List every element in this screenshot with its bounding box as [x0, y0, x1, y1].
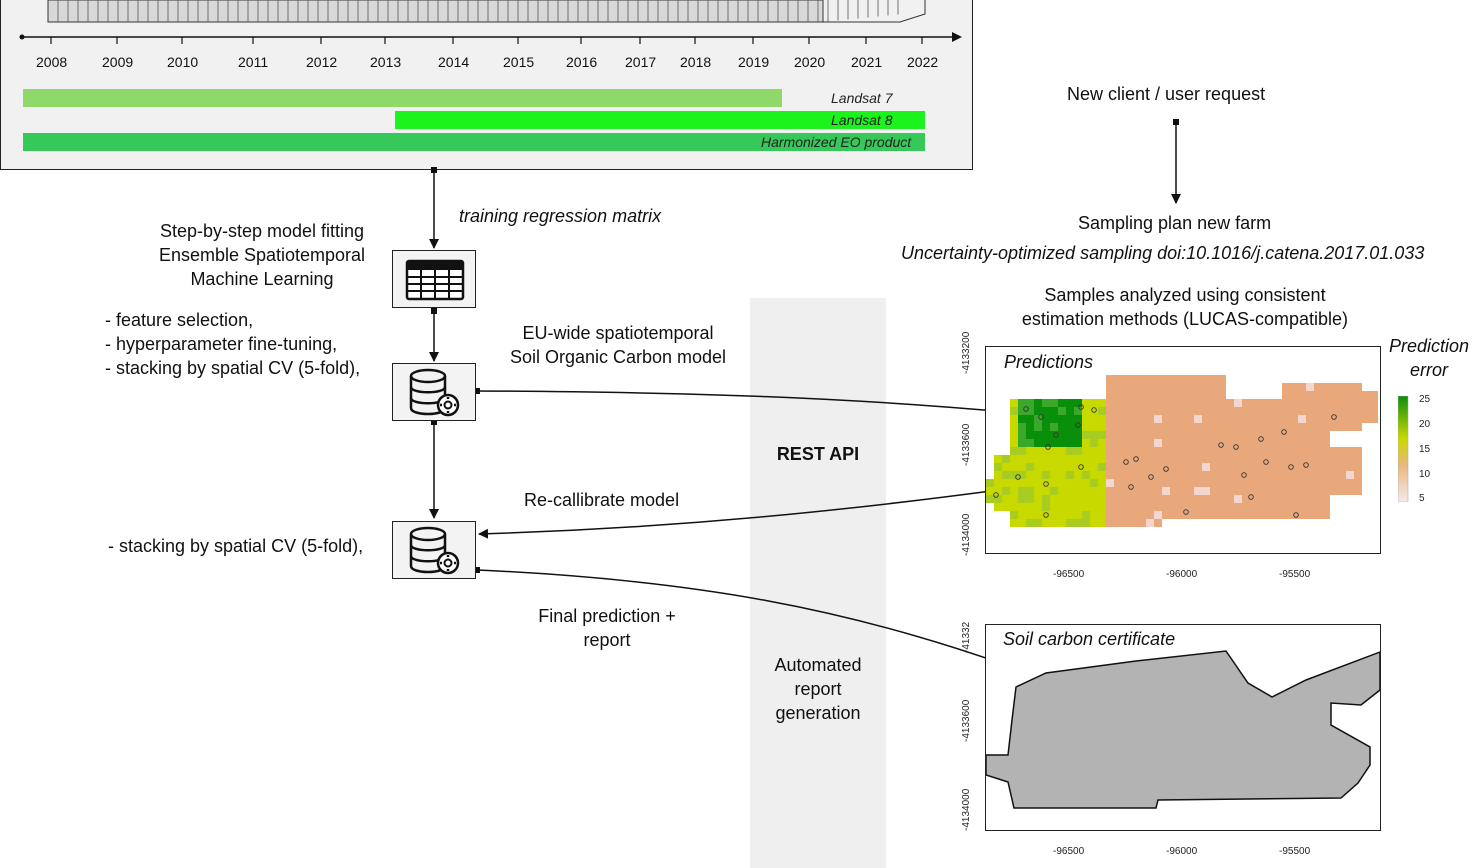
legend-tick: 25 [1419, 394, 1431, 405]
legend-tick: 5 [1419, 493, 1425, 504]
predictions-title: Predictions [1004, 352, 1094, 372]
rest-api-label: REST API [776, 444, 860, 464]
bar-landsat7 [23, 89, 782, 107]
new-client-label: New client / user request [1067, 84, 1266, 104]
model-fitting-title: Step-by-step model fitting Ensemble Spat… [158, 221, 366, 289]
year-label: 2022 [907, 54, 939, 70]
legend-color-bar [1398, 396, 1409, 502]
sampling-plan-label: Sampling plan new farm [1078, 213, 1272, 233]
samples-analyzed-label: Samples analyzed using consistent estima… [1021, 285, 1349, 329]
cert-x-tick: -96500 [1053, 846, 1085, 857]
year-label: 2015 [503, 54, 535, 70]
year-label: 2013 [370, 54, 402, 70]
arrow-model-to-predictions [476, 390, 1008, 417]
year-label: 2012 [306, 54, 338, 70]
certificate-map [985, 650, 1381, 809]
pred-x-tick: -95500 [1279, 569, 1311, 580]
year-label: 2009 [102, 54, 134, 70]
certificate-title: Soil carbon certificate [1003, 629, 1176, 649]
database-gear-icon [409, 526, 460, 575]
arrow-recalibrate [478, 488, 1007, 539]
regression-matrix-icon-box [392, 250, 476, 308]
arrow-final-report [476, 569, 1007, 667]
final-prediction-label: Final prediction + report [538, 606, 676, 650]
bar-landsat8 [395, 111, 925, 129]
automated-report-label: Automated report generation [774, 655, 862, 723]
eu-model-label: EU-wide spatiotemporal Soil Organic Carb… [509, 323, 727, 367]
legend-title: Prediction error [1388, 336, 1470, 380]
year-label: 2017 [625, 54, 657, 70]
pred-y-tick: -4133200 [961, 331, 972, 374]
certificate-map-frame: Soil carbon certificate [985, 624, 1381, 831]
table-icon [405, 259, 465, 301]
year-label: 2020 [794, 54, 826, 70]
year-label: 2008 [36, 54, 68, 70]
predictions-map [986, 375, 1378, 527]
predictions-map-frame: Predictions [985, 346, 1381, 554]
year-label: 2014 [438, 54, 470, 70]
uncertainty-sampling-label: Uncertainty-optimized sampling doi:10.10… [901, 243, 1425, 263]
training-matrix-label: training regression matrix [459, 206, 662, 226]
cert-y-tick: -4133600 [961, 699, 972, 742]
legend-tick: 20 [1419, 419, 1431, 430]
pred-y-tick: -4134000 [961, 513, 972, 556]
legend-tick: 15 [1419, 444, 1431, 455]
cert-y-tick: -4134000 [961, 788, 972, 831]
year-label: 2019 [738, 54, 770, 70]
cert-x-tick: -96000 [1166, 846, 1198, 857]
image-stack [47, 0, 926, 23]
bar-harmonized [23, 133, 925, 151]
timeline-graphic [19, 0, 962, 151]
cert-y-tick: -41332 [961, 621, 972, 653]
legend-tick: 10 [1419, 469, 1431, 480]
model-refit-icon-box [392, 521, 476, 579]
year-label: 2018 [680, 54, 712, 70]
pred-x-tick: -96500 [1053, 569, 1085, 580]
year-label: 2016 [566, 54, 598, 70]
year-label: 2021 [851, 54, 883, 70]
refit-step-label: - stacking by spatial CV (5-fold), [108, 536, 364, 556]
cert-x-tick: -95500 [1279, 846, 1311, 857]
year-label: 2011 [238, 54, 269, 70]
database-gear-icon [409, 368, 460, 417]
pred-x-tick: -96000 [1166, 569, 1198, 580]
label-landsat7: Landsat 7 [831, 90, 893, 106]
farm-polygon [985, 650, 1381, 809]
model-fit-icon-box [392, 363, 476, 421]
year-label: 2010 [167, 54, 199, 70]
pred-y-tick: -4133600 [961, 423, 972, 466]
label-landsat8: Landsat 8 [831, 112, 893, 128]
label-harmonized: Harmonized EO product [761, 134, 912, 150]
rest-api-band [750, 298, 886, 868]
recalibrate-label: Re-callibrate model [524, 490, 680, 510]
model-steps-list: - feature selection, - hyperparameter fi… [105, 310, 361, 378]
axis-arrowhead [952, 32, 962, 42]
